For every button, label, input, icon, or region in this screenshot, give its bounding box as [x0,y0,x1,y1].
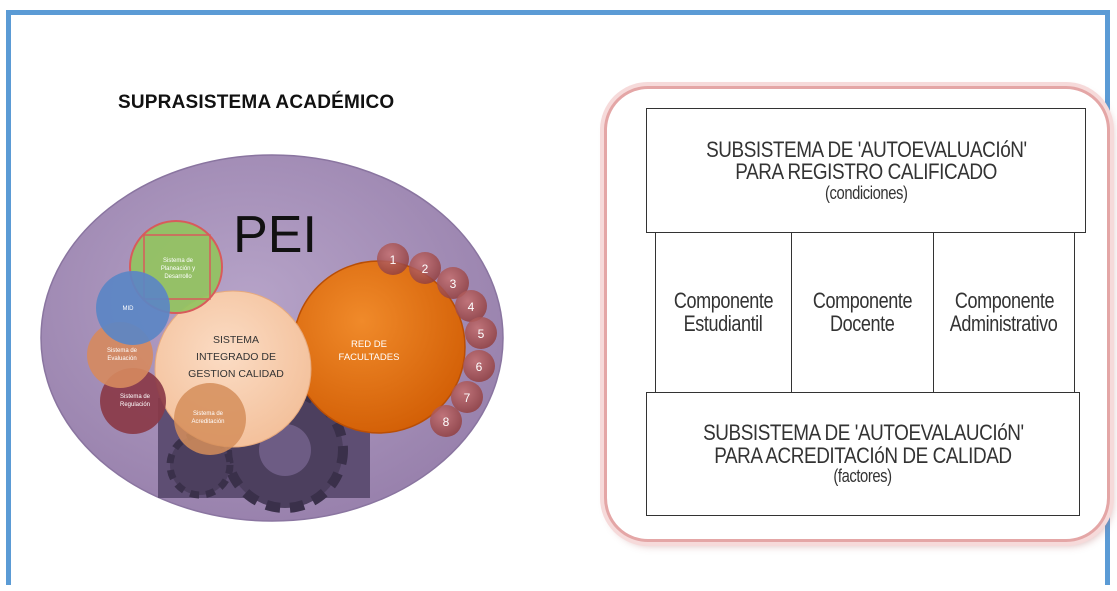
number-circles: 1 2 3 4 5 6 7 8 [377,243,497,437]
component-label: Componente [954,288,1054,314]
number-circle-5 [465,317,497,349]
red-facultades-label: FACULTADES [339,352,400,363]
component-label: Docente [830,310,895,336]
condiciones-label: (condiciones) [824,182,908,203]
planeacion-label: Planeación y [161,266,195,272]
acreditacion-calidad-box: SUBSISTEMA DE 'AUTOEVALAUCIóN' PARA ACRE… [646,392,1080,516]
component-administrativo-box: Componente Administrativo [933,233,1075,392]
pei-label: PEI [233,206,317,264]
number-circle-8 [430,405,462,437]
planeacion-square [143,234,211,300]
component-label: Componente [812,288,913,314]
mid-circle [96,271,170,345]
number-circle-4 [455,290,487,322]
component-docente-box: Componente Docente [791,233,934,392]
evaluacion-label: Evaluación [107,356,136,362]
number-circle-1 [377,243,409,275]
number-label: 3 [450,277,457,291]
acreditacion-label: Acreditación [191,419,224,425]
component-label: Componente [673,288,774,314]
number-label: 4 [468,300,475,314]
sistema-integrado-label: SISTEMA [213,334,259,346]
planeacion-label: Sistema de [163,258,194,264]
acreditacion-label: Sistema de [193,411,224,417]
factores-label: (factores) [833,466,893,487]
acreditacion-calidad-title: PARA ACREDITACIóN DE CALIDAD [714,442,1012,468]
regulacion-label: Regulación [120,402,150,408]
component-label: Estudiantil [684,310,763,336]
acreditacion-calidad-title: SUBSISTEMA DE 'AUTOEVALAUCIóN' [702,420,1024,446]
number-circle-2 [409,252,441,284]
mid-label: MID [123,306,135,312]
sistema-integrado-label: INTEGRADO DE [196,351,276,363]
planeacion-label: Desarrollo [164,274,192,280]
number-circle-6 [463,350,495,382]
acreditacion-circle [174,383,246,455]
number-label: 5 [478,327,485,341]
red-facultades-label: RED DE [351,339,387,350]
registro-calificado-title: PARA REGISTRO CALIFICADO [735,159,997,185]
component-label: Administrativo [950,310,1058,336]
number-label: 6 [476,360,483,374]
registro-calificado-box: SUBSISTEMA DE 'AUTOEVALUACIóN' PARA REGI… [646,108,1086,233]
number-label: 8 [443,415,450,429]
regulacion-label: Sistema de [120,394,151,400]
number-label: 1 [390,253,397,267]
number-circle-7 [451,381,483,413]
suprasistema-title: SUPRASISTEMA ACADÉMICO [118,92,395,113]
evaluacion-label: Sistema de [107,348,138,354]
number-label: 7 [464,391,471,405]
sistema-integrado-label: GESTION CALIDAD [188,368,284,380]
number-circle-3 [437,267,469,299]
number-label: 2 [422,262,429,276]
registro-calificado-title: SUBSISTEMA DE 'AUTOEVALUACIóN' [705,136,1027,162]
component-estudiantil-box: Componente Estudiantil [655,233,792,392]
